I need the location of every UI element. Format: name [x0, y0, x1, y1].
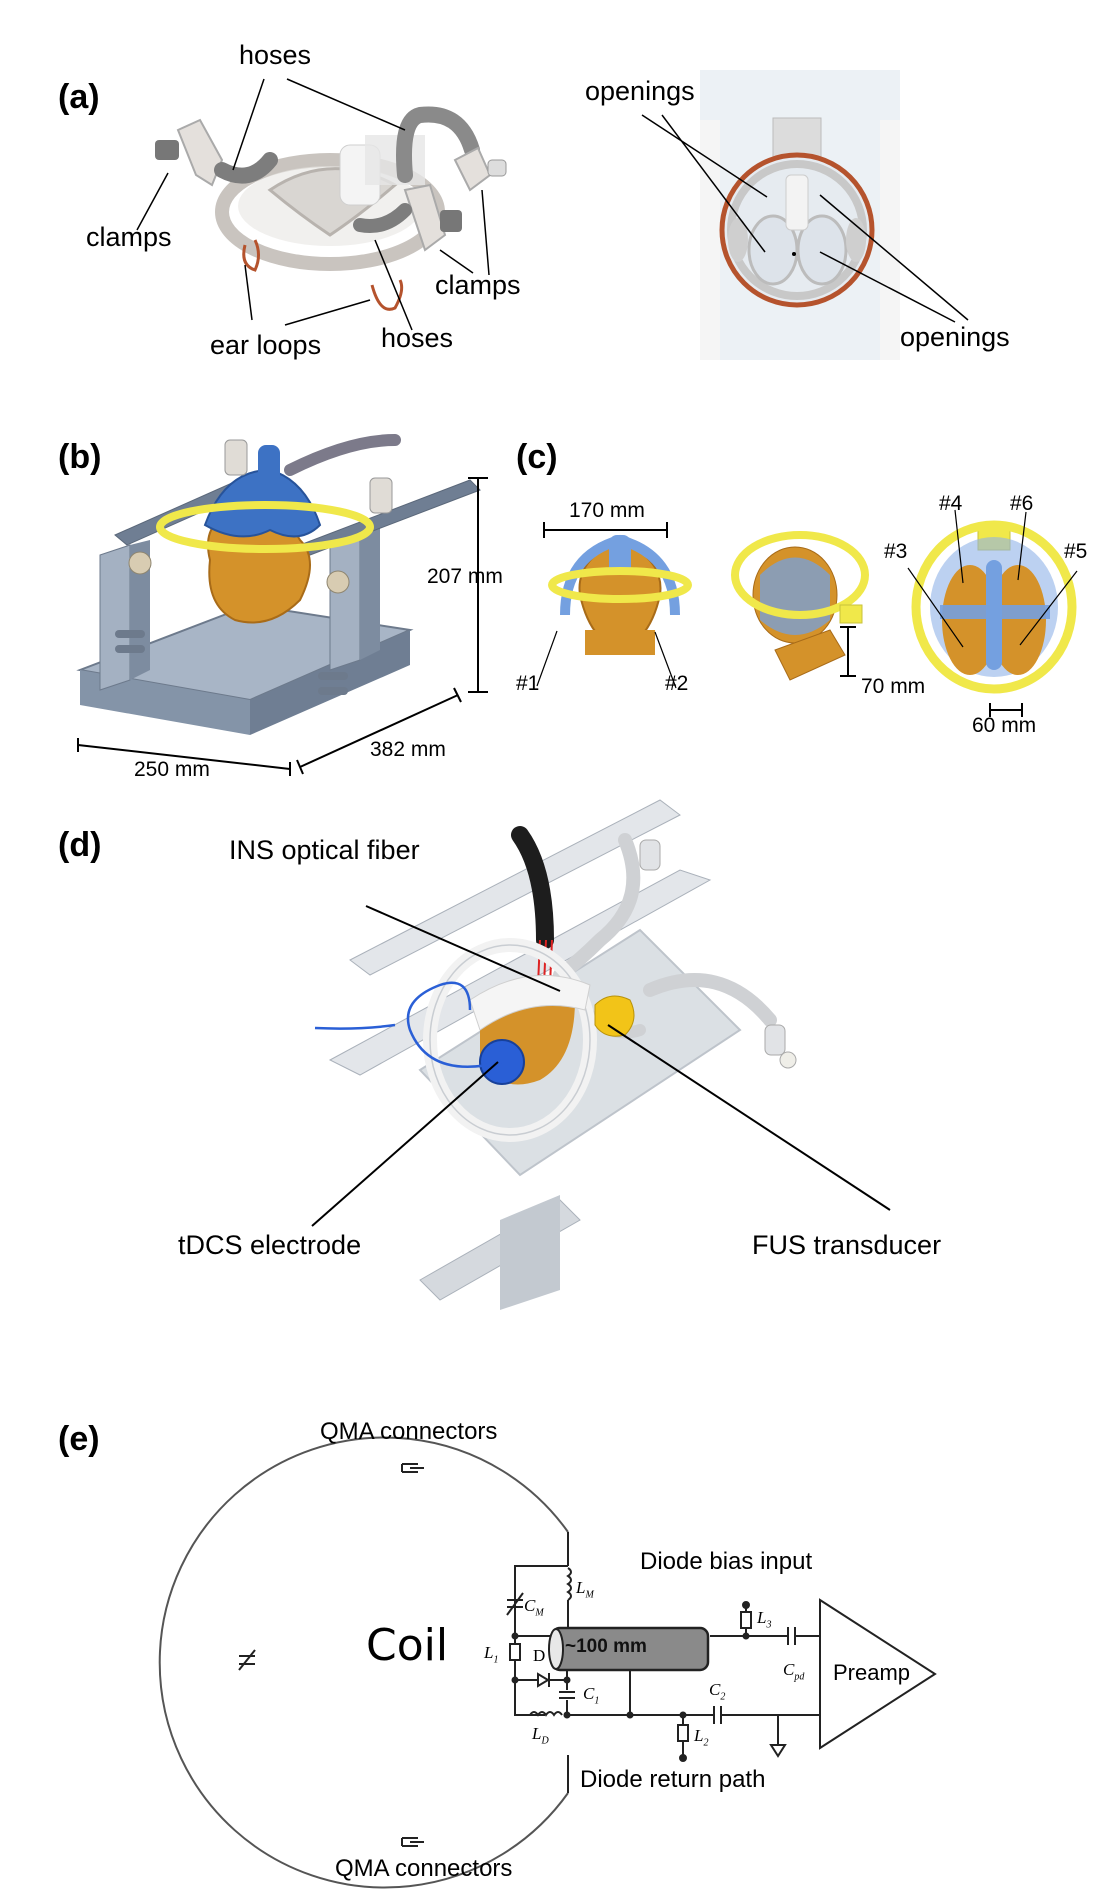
component-label-c2: C2: [709, 1680, 725, 1702]
ld-sub: D: [541, 1735, 549, 1747]
component-label-lm: LM: [576, 1578, 594, 1600]
c1-sub: 1: [594, 1695, 600, 1707]
label-coax-length: ~100 mm: [565, 1636, 647, 1657]
l3-sub: 3: [766, 1619, 772, 1631]
component-label-cm: CM: [524, 1596, 544, 1618]
component-label-ld: LD: [532, 1724, 549, 1746]
cpd-main: C: [783, 1660, 795, 1679]
panel-label-c: (c): [516, 438, 558, 476]
l1-sub: 1: [493, 1654, 499, 1666]
port-label-4: #4: [939, 492, 963, 515]
label-fus-transducer: FUS transducer: [752, 1230, 942, 1260]
cm-main: C: [524, 1596, 536, 1615]
l1-main: L: [484, 1643, 494, 1662]
port-label-5: #5: [1064, 540, 1088, 563]
label-diode-bias-input: Diode bias input: [640, 1548, 813, 1575]
label-clamps-left: clamps: [86, 222, 172, 252]
panel-c-port-callouts: [536, 509, 1078, 689]
ld-main: L: [532, 1724, 542, 1743]
label-coil: Coil: [366, 1620, 449, 1671]
dimension-70: 70 mm: [861, 675, 926, 698]
label-hoses-bottom: hoses: [381, 323, 454, 353]
panel-b-stereotaxic-frame-render: [76, 434, 481, 735]
panel-a-right-callout-lines: [641, 114, 969, 323]
component-label-l1: L1: [484, 1643, 498, 1665]
panel-d-callout-lines: [311, 905, 891, 1227]
label-clamps-right: clamps: [435, 270, 521, 300]
port-label-3: #3: [884, 540, 908, 563]
dimension-170: 170 mm: [569, 499, 645, 522]
label-hoses-top: hoses: [239, 40, 312, 70]
panel-a-helmet-render: [155, 106, 507, 311]
lm-main: L: [576, 1578, 586, 1597]
c1-main: C: [583, 1684, 595, 1703]
component-label-l2: L2: [694, 1726, 708, 1748]
preamp-symbol: [819, 1598, 937, 1750]
component-label-cpd: Cpd: [783, 1660, 804, 1682]
dimension-depth-382: 382 mm: [370, 738, 446, 761]
lm-sub: M: [585, 1589, 594, 1601]
c2-main: C: [709, 1680, 721, 1699]
label-ear-loops: ear loops: [210, 330, 322, 360]
cm-sub: M: [535, 1607, 544, 1619]
port-label-2: #2: [665, 672, 689, 695]
l2-sub: 2: [703, 1737, 709, 1749]
cpd-sub: pd: [794, 1671, 805, 1683]
panel-label-a: (a): [58, 78, 100, 116]
label-ins-optical-fiber: INS optical fiber: [229, 835, 420, 865]
dimension-width-250: 250 mm: [134, 758, 210, 781]
panel-label-b: (b): [58, 438, 102, 476]
panel-d-setup-render: [314, 799, 797, 1310]
label-diode-return-path: Diode return path: [580, 1766, 766, 1793]
coil-variable-capacitor: [238, 1649, 256, 1671]
panel-c-helmet-front-view: [548, 534, 692, 655]
label-tdcs-electrode: tDCS electrode: [178, 1230, 362, 1260]
label-openings-top: openings: [585, 76, 695, 106]
label-qma-connectors-top: QMA connectors: [320, 1418, 498, 1445]
panel-c-helmet-oblique-view: [731, 531, 869, 681]
dimension-height-207: 207 mm: [427, 565, 503, 588]
panel-label-d: (d): [58, 826, 102, 864]
port-label-6: #6: [1010, 492, 1034, 515]
c2-sub: 2: [720, 1691, 726, 1703]
label-qma-connectors-bottom: QMA connectors: [335, 1855, 513, 1882]
label-openings-bottom: openings: [900, 322, 1010, 352]
l2-main: L: [694, 1726, 704, 1745]
port-label-1: #1: [516, 672, 540, 695]
panel-a-top-view-render: [700, 70, 900, 360]
component-label-l3: L3: [757, 1608, 771, 1630]
l3-main: L: [757, 1608, 767, 1627]
qma-connector-bottom-symbol: [401, 1837, 424, 1847]
panel-a-callout-lines: [136, 78, 490, 331]
label-preamp: Preamp: [833, 1660, 911, 1685]
component-label-d: D: [533, 1646, 546, 1665]
coil-loop: [158, 1436, 569, 1889]
panel-c-dimension-lines: [543, 522, 1023, 717]
dimension-60: 60 mm: [972, 714, 1037, 737]
panel-label-e: (e): [58, 1420, 100, 1458]
component-label-c1: C1: [583, 1684, 599, 1706]
qma-connector-top-symbol: [401, 1463, 424, 1473]
panel-b-dimension-lines: [77, 477, 488, 776]
panel-e-circuit: [158, 1436, 937, 1889]
